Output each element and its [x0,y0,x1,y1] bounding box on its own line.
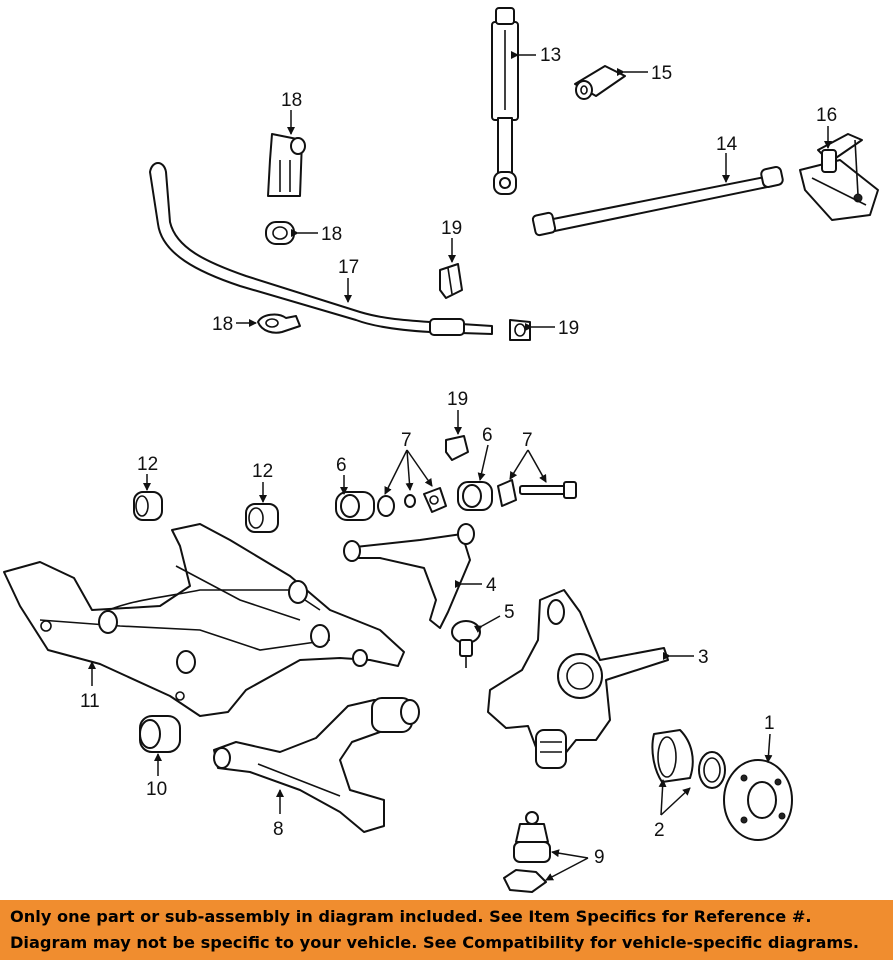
disclaimer-banner: Only one part or sub-assembly in diagram… [0,900,893,960]
tie-rod-14-drawing [531,166,784,237]
callout-7b: 7 [522,430,533,451]
callout-16: 16 [816,105,837,126]
callout-6b: 6 [482,425,493,446]
bracket-16-drawing [799,133,879,221]
leader-7a [384,449,408,495]
callout-5: 5 [504,602,515,623]
callout-10: 10 [146,779,167,800]
callout-4: 4 [486,575,497,596]
callout-6a: 6 [336,455,347,476]
shock-absorber-drawing [491,7,519,195]
callout-1: 1 [764,713,775,734]
callout-12b: 12 [252,461,273,482]
lower-control-arm-drawing [213,697,420,833]
leader-2a [658,779,667,816]
arm-bushing-6a-drawing [335,491,375,521]
callout-19a: 19 [441,218,462,239]
callout-11: 11 [80,691,100,712]
bushing-12b-drawing [245,503,279,533]
callout-8: 8 [273,819,284,840]
stabilizer-clamp-drawing [257,313,301,334]
callout-19b: 19 [558,318,579,339]
callout-2: 2 [654,820,665,841]
arm-bushing-6b-drawing [457,481,493,511]
leader-2b [660,787,691,816]
callout-15: 15 [651,63,672,84]
parts-diagram: 13 15 16 14 18 18 [3,7,879,893]
leader-7d [509,449,529,480]
leader-1 [764,733,773,763]
crossmember-drawing [3,523,405,717]
ball-joint-9-drawing [503,811,551,893]
bearing-2-drawing [651,729,726,789]
bushing-10-drawing [139,715,181,753]
bushing-19a-drawing [439,263,463,299]
bushing-19c-drawing [445,435,469,461]
stabilizer-bar-drawing [149,162,493,336]
leader-9a [551,849,589,859]
leader-9b [545,857,589,881]
leader-7c [406,449,433,487]
callout-18b: 18 [321,224,342,245]
leader-7e [527,449,547,483]
callout-9: 9 [594,847,605,868]
upper-control-arm-drawing [343,523,475,629]
ball-joint-5-drawing [451,620,481,668]
leader-6b [477,444,489,481]
leader-5 [473,615,501,633]
callout-18c: 18 [212,314,233,335]
callout-3: 3 [698,647,709,668]
disclaimer-line-1: Only one part or sub-assembly in diagram… [10,907,812,926]
callout-13: 13 [540,45,561,66]
stabilizer-link-drawing [267,133,306,197]
bushing-19b-drawing [509,319,531,341]
bushing-15-drawing [574,65,626,100]
bolt-7-drawing [497,479,577,507]
stabilizer-bushing-drawing [265,221,295,245]
bushing-12a-drawing [133,491,163,521]
callout-14: 14 [716,134,738,155]
steering-knuckle-drawing [487,589,669,769]
callout-12a: 12 [137,454,158,475]
callout-7a: 7 [401,430,412,451]
callout-19c: 19 [447,389,468,410]
callout-17: 17 [338,257,359,278]
hub-1-drawing [723,759,793,841]
callout-18a: 18 [281,90,302,111]
leader-7b [405,449,414,491]
hardware-7-drawing [377,487,447,517]
disclaimer-line-2: Diagram may not be specific to your vehi… [10,933,860,952]
